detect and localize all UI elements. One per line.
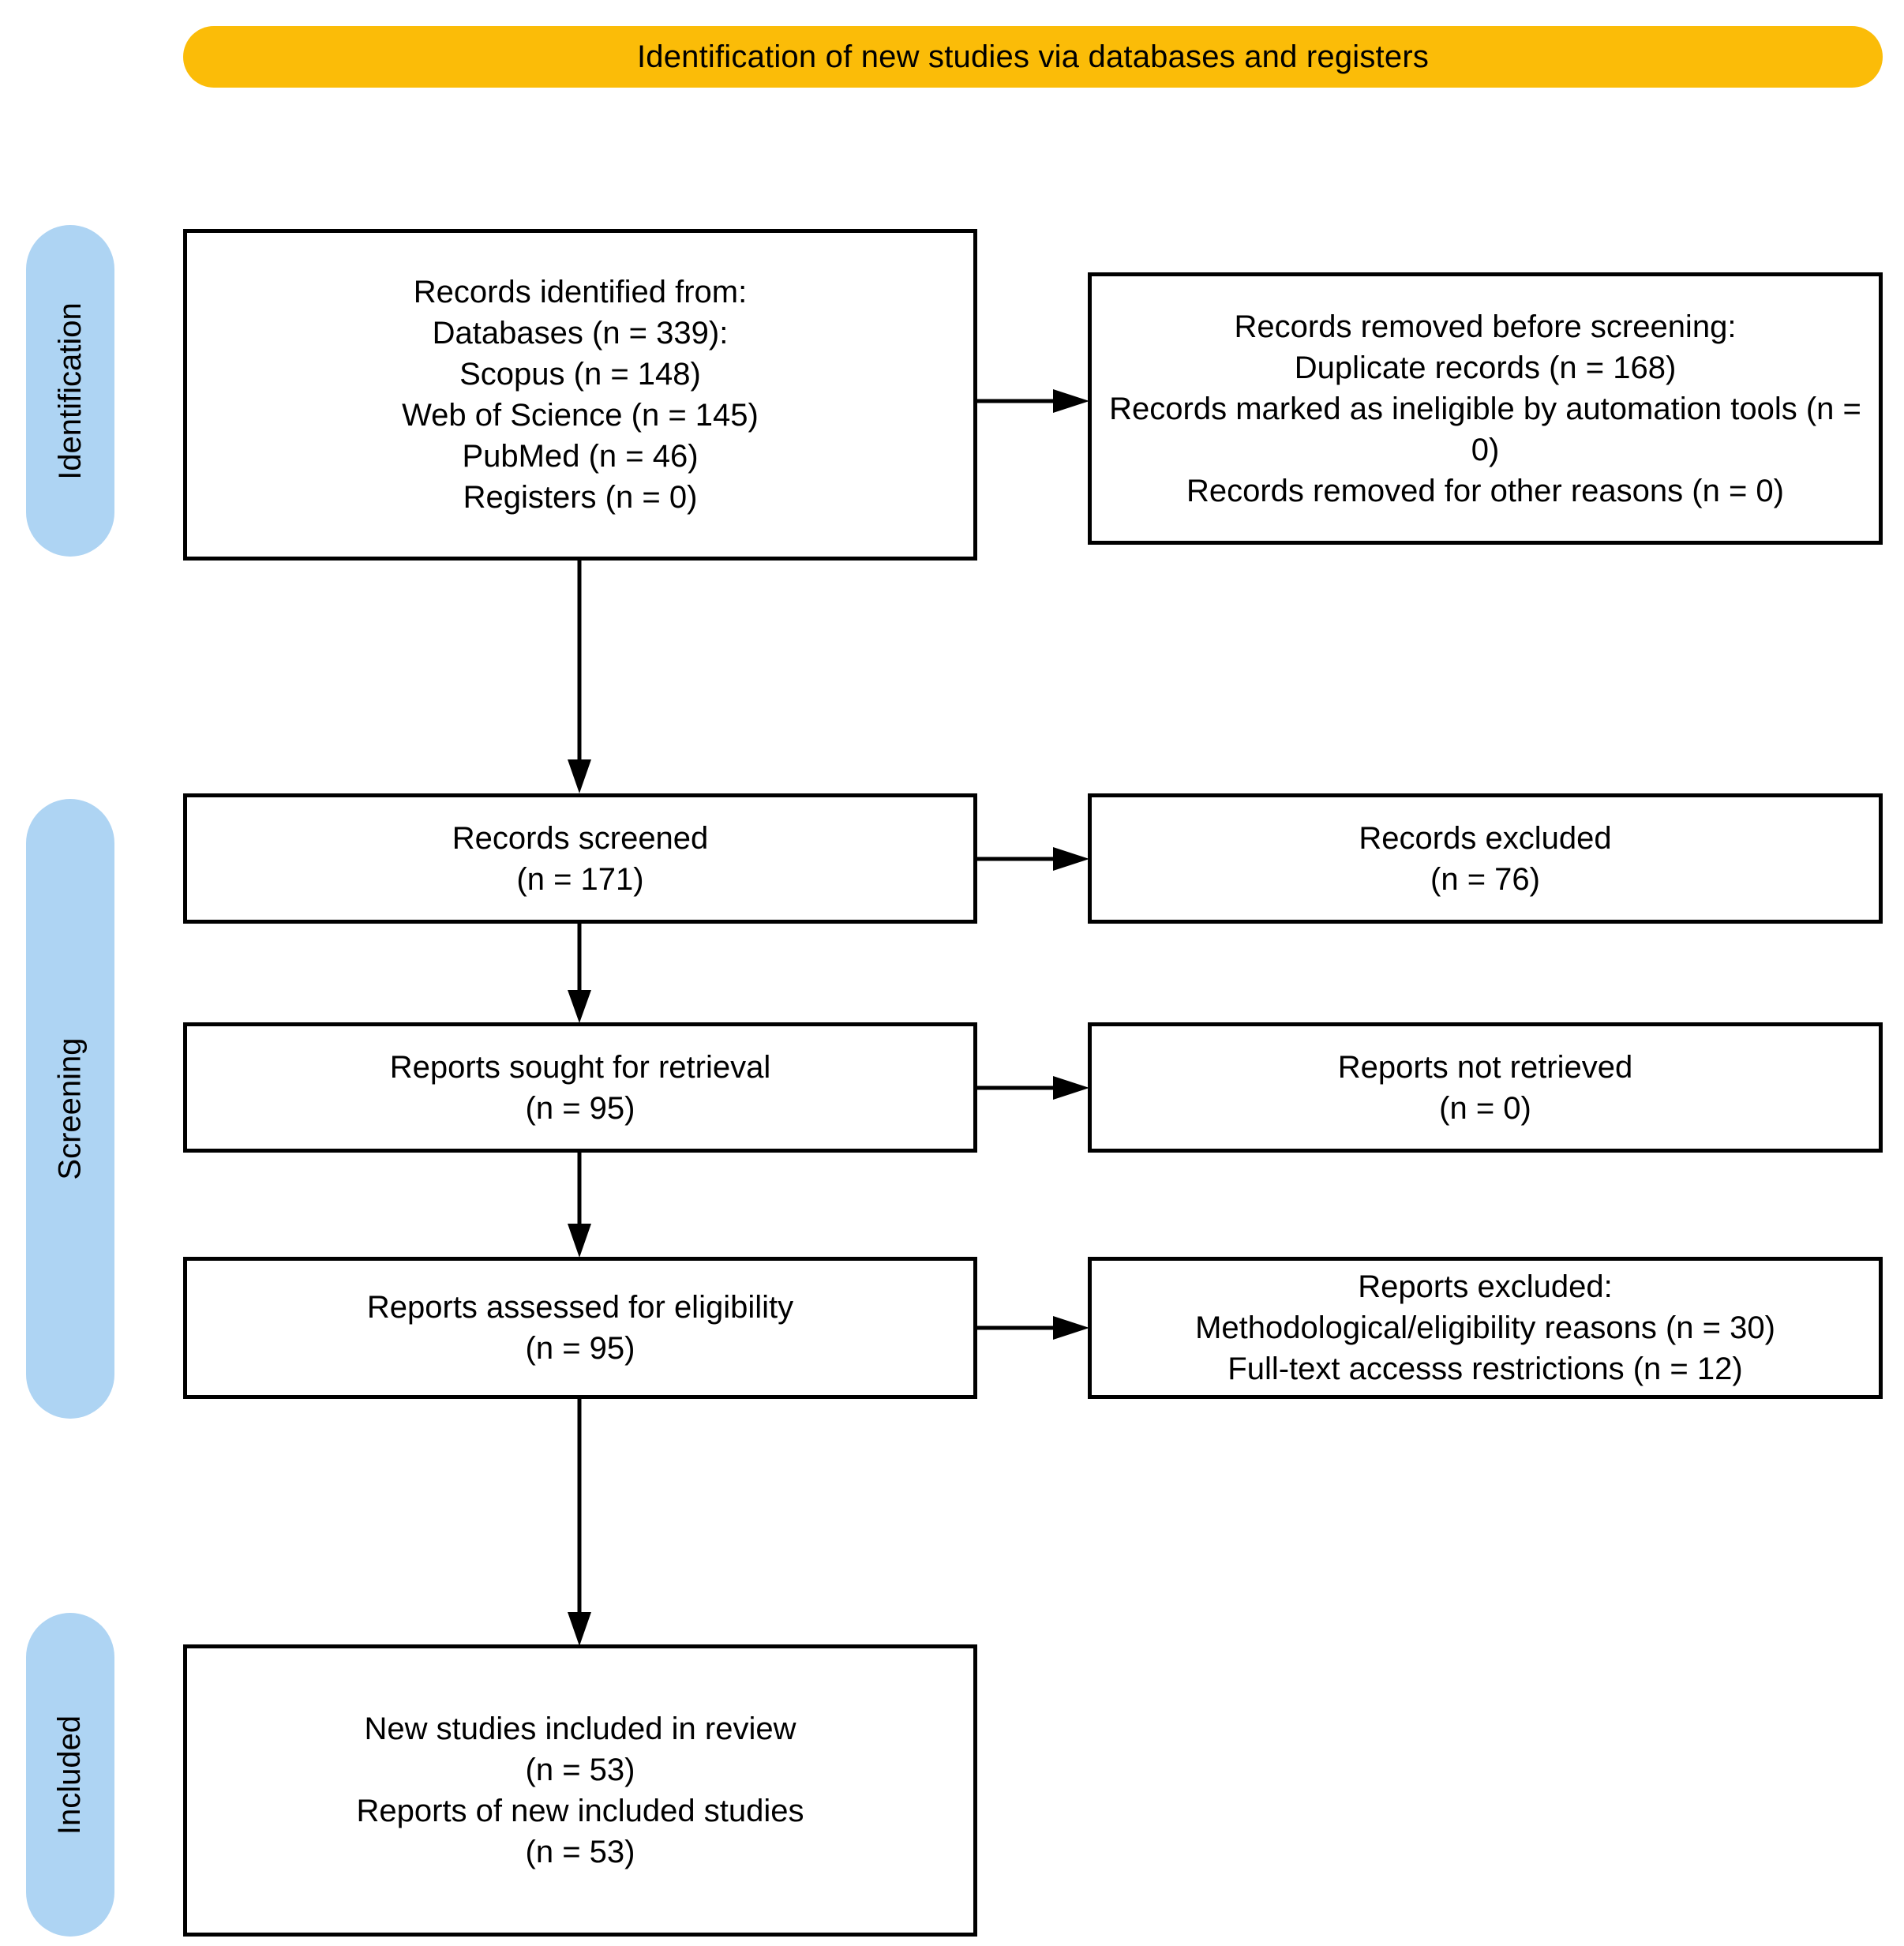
box-line: (n = 53)	[525, 1835, 635, 1869]
connector-sought-to-assessed	[567, 1153, 592, 1259]
box-line: Databases (n = 339):	[432, 316, 729, 351]
box-line: Scopus (n = 148)	[459, 357, 701, 392]
connector-screened-to-sought	[567, 924, 592, 1025]
stage-bar-screening: Screening	[26, 799, 114, 1419]
box-line: PubMed (n = 46)	[462, 439, 699, 474]
box-reports-excluded: Reports excluded: Methodological/eligibi…	[1088, 1257, 1883, 1399]
connector-assessed-to-included	[567, 1399, 592, 1648]
connector-screened-to-excluded	[977, 847, 1092, 871]
box-line: (n = 95)	[525, 1090, 635, 1126]
stage-label-identification: Identification	[52, 302, 88, 480]
box-line: Reports assessed for eligibility	[366, 1290, 794, 1325]
connector-assessed-to-reports-excluded	[977, 1316, 1092, 1340]
box-line: Registers (n = 0)	[463, 480, 698, 515]
box-records-excluded: Records excluded (n = 76)	[1088, 793, 1883, 924]
banner-title: Identification of new studies via databa…	[636, 39, 1430, 74]
stage-label-screening: Screening	[52, 1037, 88, 1180]
header-banner: Identification of new studies via databa…	[183, 26, 1883, 88]
box-line: Methodological/eligibility reasons (n = …	[1195, 1310, 1775, 1345]
box-records-removed-before-screening: Records removed before screening: Duplic…	[1088, 272, 1883, 545]
stage-bar-identification: Identification	[26, 225, 114, 557]
box-new-studies-included: New studies included in review (n = 53) …	[183, 1644, 977, 1937]
connector-identified-to-screened	[567, 561, 592, 795]
box-line: Web of Science (n = 145)	[402, 398, 759, 433]
box-line: Records removed before screening:	[1234, 309, 1737, 344]
box-reports-not-retrieved: Reports not retrieved (n = 0)	[1088, 1022, 1883, 1153]
box-line: (n = 53)	[525, 1753, 635, 1787]
connector-sought-to-not-retrieved	[977, 1076, 1092, 1100]
box-line: Records excluded	[1359, 820, 1612, 856]
box-line: (n = 171)	[516, 861, 644, 897]
box-line: Duplicate records (n = 168)	[1294, 350, 1677, 385]
box-line: Records identified from:	[413, 275, 748, 309]
box-line: Records marked as ineligible by automati…	[1109, 391, 1861, 467]
box-line: New studies included in review	[364, 1712, 796, 1746]
box-line: (n = 95)	[525, 1331, 635, 1366]
box-reports-sought-for-retrieval: Reports sought for retrieval (n = 95)	[183, 1022, 977, 1153]
box-line: (n = 0)	[1439, 1090, 1531, 1126]
box-records-identified: Records identified from: Databases (n = …	[183, 229, 977, 561]
box-line: Full-text accesss restrictions (n = 12)	[1227, 1352, 1743, 1386]
box-line: (n = 76)	[1430, 861, 1540, 897]
box-line: Reports sought for retrieval	[389, 1049, 771, 1085]
box-line: Reports of new included studies	[356, 1794, 804, 1828]
box-records-screened: Records screened (n = 171)	[183, 793, 977, 924]
box-reports-assessed-for-eligibility: Reports assessed for eligibility (n = 95…	[183, 1257, 977, 1399]
stage-bar-included: Included	[26, 1613, 114, 1937]
stage-label-included: Included	[52, 1715, 88, 1835]
connector-identified-to-removed	[977, 389, 1092, 413]
box-line: Reports not retrieved	[1337, 1049, 1633, 1085]
box-line: Reports excluded:	[1358, 1269, 1613, 1304]
box-line: Records removed for other reasons (n = 0…	[1186, 473, 1784, 508]
box-line: Records screened	[452, 820, 709, 856]
